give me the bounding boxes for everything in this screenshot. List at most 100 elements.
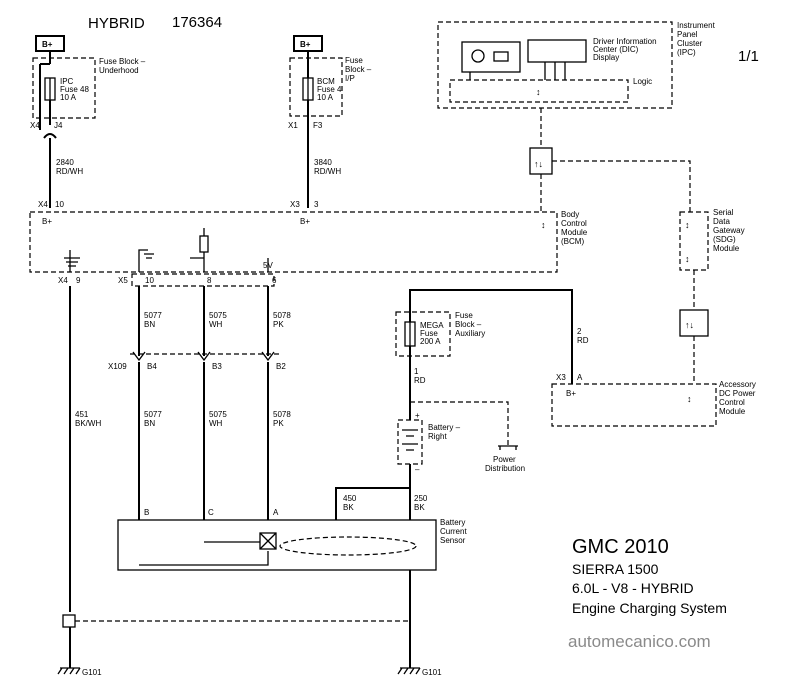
mega-fuse-group: MEGA Fuse 200 A Fuse Block – Auxiliary 1… bbox=[395, 289, 589, 385]
apm-name3: Control bbox=[719, 398, 745, 407]
battery-minus: – bbox=[415, 465, 420, 474]
apm-name2: DC Power bbox=[719, 389, 756, 398]
indicator-lamp-icon bbox=[471, 49, 485, 63]
upper-wire3-num: 5078 bbox=[273, 311, 291, 320]
bcm-fuse-group: B+ Fuse Block – I/P BCM Fuse 4 10 A X1 F… bbox=[288, 35, 372, 208]
bcm-wire-color: RD/WH bbox=[314, 167, 341, 176]
power-dist-line2: Distribution bbox=[485, 464, 525, 473]
apm-data-arrow: ↕ bbox=[687, 394, 692, 404]
sdg-name4: (SDG) bbox=[713, 235, 736, 244]
ipc-outline bbox=[437, 21, 673, 109]
ip-fuse-block-outline bbox=[289, 57, 343, 117]
ground-right-icon bbox=[397, 667, 421, 675]
ground-wire-451: 451 BK/WH bbox=[62, 286, 410, 660]
sdg-link-connector bbox=[679, 309, 709, 337]
ground-right: G101 bbox=[397, 660, 442, 677]
dic-line3: Display bbox=[593, 53, 619, 62]
bcm-bplus2: B+ bbox=[300, 217, 310, 226]
ipc-wire-color: RD/WH bbox=[56, 167, 83, 176]
sensor-pin-a: A bbox=[273, 508, 279, 517]
ipc-name1: Instrument bbox=[677, 21, 716, 30]
hybrid-label: HYBRID bbox=[88, 15, 145, 32]
vehicle-engine: 6.0L - V8 - HYBRID bbox=[572, 580, 694, 596]
ground-right-label: G101 bbox=[422, 668, 442, 677]
vehicle-make: GMC 2010 bbox=[572, 536, 669, 558]
bcm-pin-9: 9 bbox=[76, 276, 81, 285]
sdg-name2: Data bbox=[713, 217, 730, 226]
ip-block-line3: I/P bbox=[345, 74, 355, 83]
bcm-bplus1: B+ bbox=[42, 217, 52, 226]
ground-splice bbox=[62, 614, 76, 628]
upper-wires: 5077 BN 5075 WH 5078 PK bbox=[138, 286, 291, 356]
mega-label3: 200 A bbox=[420, 337, 441, 346]
battery-icon bbox=[493, 51, 509, 62]
vehicle-model: SIERRA 1500 bbox=[572, 561, 659, 577]
system-name: Engine Charging System bbox=[572, 600, 727, 616]
dic-line2: Center (DIC) bbox=[593, 45, 639, 54]
x109-connector: X109 B4 B3 B2 bbox=[108, 351, 286, 371]
data-link-arrows: ↑↓ bbox=[534, 159, 543, 169]
ipc-name4: (IPC) bbox=[677, 48, 696, 57]
sdg-arrow2: ↕ bbox=[685, 254, 690, 264]
x109-b4: B4 bbox=[147, 362, 157, 371]
aux-block3: Auxiliary bbox=[455, 329, 485, 338]
lower-wire1-color: BN bbox=[144, 419, 155, 428]
sdg-link-arrows: ↑↓ bbox=[685, 320, 694, 330]
ipc-module: Instrument Panel Cluster (IPC) Driver In… bbox=[437, 21, 716, 109]
bcm-fuse-label1: BCM bbox=[317, 77, 335, 86]
sensor-line1: Battery bbox=[440, 518, 465, 527]
aux-block1: Fuse bbox=[455, 311, 473, 320]
ipc-wire-num: 2840 bbox=[56, 158, 74, 167]
ip-block-line1: Fuse bbox=[345, 56, 363, 65]
mega-wire-num: 1 bbox=[414, 367, 419, 376]
sensor-line2: Current bbox=[440, 527, 467, 536]
underhood-fuse-block-outline bbox=[32, 57, 96, 119]
bcm-pin-8: 8 bbox=[207, 276, 212, 285]
ipc-data-arrow: ↕ bbox=[536, 87, 541, 97]
lower-wire3-num: 5078 bbox=[273, 410, 291, 419]
ipc-fuse-label1: IPC bbox=[60, 77, 74, 86]
x109-b2: B2 bbox=[276, 362, 286, 371]
bcm-pin-x5-10: 10 bbox=[145, 276, 154, 285]
sensor-pin-b: B bbox=[144, 508, 149, 517]
bcm-conn-x4: X4 bbox=[38, 200, 48, 209]
bcm-conn-x4b: X4 bbox=[58, 276, 68, 285]
ipc-name3: Cluster bbox=[677, 39, 703, 48]
ground-wire-color: BK/WH bbox=[75, 419, 101, 428]
ground-left: G101 bbox=[57, 660, 102, 677]
apm-outline bbox=[551, 383, 717, 427]
battery-current-sensor: B C A Battery Current Sensor 450 BK 250 … bbox=[117, 487, 467, 571]
bcm-outline bbox=[29, 211, 558, 273]
apm-name1: Accessory bbox=[719, 380, 756, 389]
wire-450-num: 450 bbox=[343, 494, 357, 503]
sensor-pin-c: C bbox=[208, 508, 214, 517]
bcm-pin-3: 3 bbox=[314, 200, 319, 209]
ipc-fuse-group: B+ Fuse Block – Underhood IPC Fuse 48 10… bbox=[30, 35, 146, 208]
lower-wire1-num: 5077 bbox=[144, 410, 162, 419]
diagram-number: 176364 bbox=[172, 14, 222, 31]
bcm-data-arrow: ↕ bbox=[541, 220, 546, 230]
bcm-fuse-pin: F3 bbox=[313, 121, 323, 130]
x109-conn: X109 bbox=[108, 362, 127, 371]
indicator-box bbox=[461, 41, 521, 73]
dic-line1: Driver Information bbox=[593, 37, 657, 46]
apm-pin: A bbox=[577, 373, 583, 382]
x109-b3: B3 bbox=[212, 362, 222, 371]
logic-label: Logic bbox=[633, 77, 652, 86]
brand-watermark: automecanico.com bbox=[568, 632, 711, 651]
battery-label1: Battery – bbox=[428, 423, 461, 432]
ipc-fuse-conn: X4 bbox=[30, 121, 40, 130]
upper-wire2-num: 5075 bbox=[209, 311, 227, 320]
page-indicator: 1/1 bbox=[738, 48, 759, 65]
wire-450-color: BK bbox=[343, 503, 354, 512]
apm-conn: X3 bbox=[556, 373, 566, 382]
mega-label2: Fuse bbox=[420, 329, 438, 338]
ip-block-line2: Block – bbox=[345, 65, 372, 74]
ipc-name2: Panel bbox=[677, 30, 698, 39]
upper-wire1-num: 5077 bbox=[144, 311, 162, 320]
bplus-right: B+ bbox=[300, 40, 311, 49]
bcm-conn-x5: X5 bbox=[118, 276, 128, 285]
bcm-name1: Body bbox=[561, 210, 579, 219]
upper-wire3-color: PK bbox=[273, 320, 284, 329]
aux-block2: Block – bbox=[455, 320, 482, 329]
